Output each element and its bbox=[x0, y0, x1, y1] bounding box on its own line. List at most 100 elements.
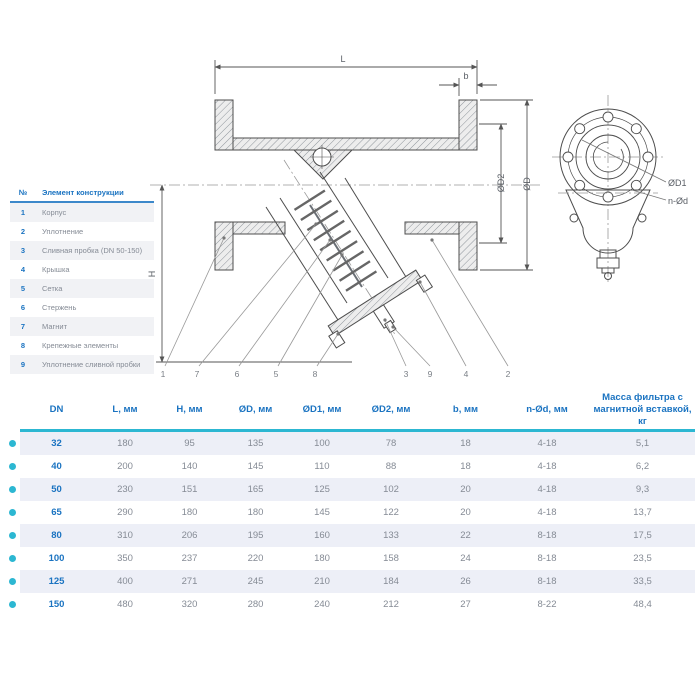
part-name: Сетка bbox=[42, 284, 63, 293]
part-number: 2 bbox=[20, 227, 26, 236]
right-flange-bottom bbox=[458, 221, 478, 271]
bolt-holes bbox=[562, 111, 654, 203]
row-bullet bbox=[9, 578, 16, 585]
table-row: 6 Стержень bbox=[10, 298, 154, 317]
callout-6: 6 bbox=[235, 369, 240, 379]
part-number: 7 bbox=[20, 322, 26, 331]
part-name: Корпус bbox=[42, 208, 67, 217]
main-view bbox=[150, 99, 540, 349]
row-bullet bbox=[9, 532, 16, 539]
part-number: 1 bbox=[20, 208, 26, 217]
parts-header-num: № bbox=[18, 188, 28, 197]
column-header: DN bbox=[49, 404, 64, 416]
cell-value: 5,1 bbox=[635, 438, 650, 449]
callouts: 1 7 6 5 8 3 9 4 2 bbox=[161, 222, 511, 379]
cell-value: 160 bbox=[314, 530, 330, 541]
bolt-nut bbox=[415, 274, 434, 293]
cell-value: 4-18 bbox=[537, 438, 557, 449]
column-header: H, мм bbox=[176, 404, 203, 416]
callout-7: 7 bbox=[195, 369, 200, 379]
cell-value: 290 bbox=[117, 507, 133, 518]
row-bullet bbox=[9, 463, 16, 470]
cell-value: 180 bbox=[181, 507, 198, 518]
cell-value: 280 bbox=[247, 599, 264, 610]
body-bottom-wall-left bbox=[232, 221, 286, 235]
cell-value: 240 bbox=[314, 599, 330, 610]
flange-outline bbox=[559, 108, 657, 206]
dn-value: 125 bbox=[48, 576, 65, 587]
cell-value: 135 bbox=[247, 438, 264, 449]
column-header: L, мм bbox=[112, 404, 138, 416]
column-header: n-Ød, мм bbox=[526, 404, 568, 416]
cell-value: 17,5 bbox=[633, 530, 652, 541]
part-number: 3 bbox=[20, 246, 26, 255]
cell-value: 145 bbox=[247, 461, 264, 472]
callout-2: 2 bbox=[506, 369, 511, 379]
table-row: 1 Корпус bbox=[10, 203, 154, 222]
callout-3: 3 bbox=[404, 369, 409, 379]
cell-value: 180 bbox=[314, 553, 330, 564]
end-view: ØD1 n-Ød bbox=[552, 95, 688, 282]
callout-8: 8 bbox=[313, 369, 318, 379]
cell-value: 145 bbox=[314, 507, 330, 518]
cell-value: 18 bbox=[460, 461, 471, 472]
cell-value: 18 bbox=[460, 438, 471, 449]
cell-value: 110 bbox=[314, 461, 330, 472]
cell-value: 26 bbox=[460, 576, 471, 587]
cell-value: 165 bbox=[247, 484, 264, 495]
bore bbox=[585, 134, 631, 180]
dim-label-OD: ØD bbox=[522, 177, 532, 191]
part-name: Уплотнение bbox=[42, 227, 84, 236]
dim-label-L: L bbox=[340, 54, 345, 64]
cell-value: 310 bbox=[117, 530, 133, 541]
cell-value: 4-18 bbox=[537, 507, 557, 518]
cell-value: 20 bbox=[460, 484, 471, 495]
part-number: 6 bbox=[20, 303, 26, 312]
dn-value: 150 bbox=[48, 599, 65, 610]
cell-value: 23,5 bbox=[633, 553, 652, 564]
parts-header-name: Элемент конструкции bbox=[42, 188, 124, 197]
branch-wall-right bbox=[344, 177, 407, 278]
cell-value: 206 bbox=[181, 530, 198, 541]
part-name: Крышка bbox=[42, 265, 70, 274]
table-row: 2 Уплотнение bbox=[10, 222, 154, 241]
cell-value: 180 bbox=[117, 438, 133, 449]
part-name: Уплотнение сливной пробки bbox=[42, 360, 141, 369]
cell-value: 180 bbox=[247, 507, 264, 518]
callout-9: 9 bbox=[428, 369, 433, 379]
body-top-wall bbox=[232, 137, 460, 151]
part-number: 4 bbox=[20, 265, 26, 274]
left-flange-bottom bbox=[214, 221, 234, 271]
part-number: 8 bbox=[20, 341, 26, 350]
callout-5: 5 bbox=[274, 369, 279, 379]
cell-value: 400 bbox=[117, 576, 133, 587]
cell-value: 22 bbox=[460, 530, 471, 541]
cell-value: 78 bbox=[385, 438, 397, 449]
cell-value: 195 bbox=[247, 530, 264, 541]
cell-value: 184 bbox=[383, 576, 399, 587]
part-name: Сливная пробка (DN 50-150) bbox=[42, 246, 143, 255]
cell-value: 271 bbox=[181, 576, 198, 587]
cell-value: 8-22 bbox=[537, 599, 557, 610]
cell-value: 212 bbox=[383, 599, 399, 610]
part-name: Стержень bbox=[42, 303, 77, 312]
cell-value: 230 bbox=[117, 484, 133, 495]
cell-value: 9,3 bbox=[635, 484, 650, 495]
cell-value: 4-18 bbox=[537, 484, 557, 495]
cell-value: 20 bbox=[460, 507, 471, 518]
table-row: 4 Крышка bbox=[10, 260, 154, 279]
cell-value: 95 bbox=[184, 438, 195, 449]
cell-value: 6,2 bbox=[635, 461, 650, 472]
header-rule bbox=[20, 429, 695, 432]
column-header: ØD2, мм bbox=[371, 404, 411, 416]
cell-value: 48,4 bbox=[633, 599, 652, 610]
branch-end bbox=[565, 189, 651, 254]
dn-value: 100 bbox=[48, 553, 65, 564]
